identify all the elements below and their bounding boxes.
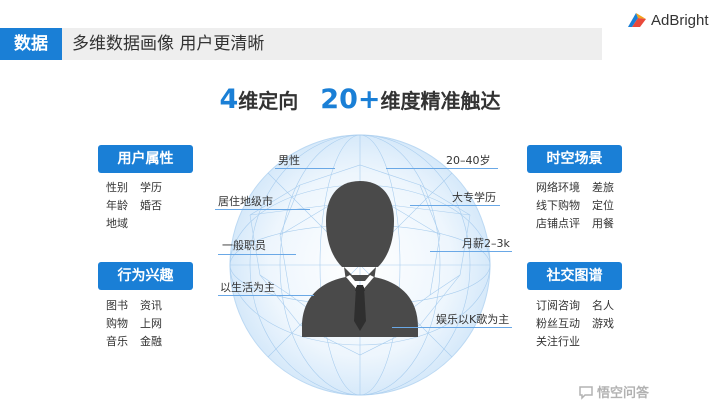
watermark: 悟空问答 — [578, 382, 649, 401]
label-age: 20–40岁 — [446, 154, 491, 167]
label-college: 大专学历 — [452, 191, 496, 204]
label-line — [386, 168, 498, 169]
headline-num-1: 4 — [219, 84, 239, 115]
behavior-item: 资讯 — [140, 299, 162, 312]
label-line — [218, 254, 296, 255]
label-living: 以生活为主 — [220, 281, 275, 294]
headline-text-1: 维定向 — [238, 89, 299, 113]
user-attr-item: 地域 — [106, 217, 128, 230]
user-attributes-items: 性别学历 年龄婚否 地域 — [106, 179, 174, 233]
spacetime-item: 店铺点评 — [536, 217, 580, 230]
header-tag: 数据 — [0, 28, 62, 60]
chat-bubble-icon — [579, 385, 593, 400]
label-staff: 一般职员 — [222, 239, 266, 252]
brand: AdBright — [626, 8, 709, 32]
social-item: 粉丝互动 — [536, 317, 580, 330]
label-line — [410, 205, 500, 206]
behavior-item: 上网 — [140, 317, 162, 330]
behavior-item: 音乐 — [106, 335, 128, 348]
headline-num-2: 20+ — [320, 84, 381, 115]
label-karaoke: 娱乐以K歌为主 — [436, 313, 510, 326]
category-behavior-interests: 行为兴趣 — [98, 262, 193, 290]
headline: 4维定向 20+维度精准触达 — [0, 84, 720, 115]
headline-text-2: 维度精准触达 — [380, 89, 501, 113]
user-attr-item: 学历 — [140, 181, 162, 194]
social-item: 游戏 — [592, 317, 614, 330]
spacetime-items: 网络环境差旅 线下购物定位 店铺点评用餐 — [536, 179, 626, 233]
user-attr-item: 婚否 — [140, 199, 162, 212]
label-residence: 居住地级市 — [218, 195, 273, 208]
spacetime-item: 差旅 — [592, 181, 614, 194]
behavior-item: 购物 — [106, 317, 128, 330]
category-user-attributes: 用户属性 — [98, 145, 193, 173]
spacetime-item: 用餐 — [592, 217, 614, 230]
behavior-items: 图书资讯 购物上网 音乐金融 — [106, 297, 174, 351]
person-silhouette-icon — [302, 181, 418, 337]
social-item: 名人 — [592, 299, 614, 312]
label-salary: 月薪2–3k — [462, 237, 510, 250]
behavior-item: 图书 — [106, 299, 128, 312]
adbright-logo-icon — [628, 13, 646, 27]
label-line — [430, 251, 512, 252]
header-title: 多维数据画像 用户更清晰 — [72, 34, 265, 54]
spacetime-item: 线下购物 — [536, 199, 580, 212]
network-globe — [229, 134, 491, 396]
header-bar — [62, 28, 602, 60]
spacetime-item: 网络环境 — [536, 181, 580, 194]
social-items: 订阅咨询名人 粉丝互动游戏 关注行业 — [536, 297, 626, 351]
category-spacetime-scenes: 时空场景 — [527, 145, 622, 173]
social-item: 订阅咨询 — [536, 299, 580, 312]
behavior-item: 金融 — [140, 335, 162, 348]
user-attr-item: 性别 — [106, 181, 128, 194]
user-attr-item: 年龄 — [106, 199, 128, 212]
label-line — [275, 168, 335, 169]
spacetime-item: 定位 — [592, 199, 614, 212]
watermark-text: 悟空问答 — [597, 386, 650, 401]
label-line — [218, 295, 314, 296]
social-item: 关注行业 — [536, 335, 580, 348]
brand-name: AdBright — [651, 11, 709, 29]
label-line — [392, 327, 512, 328]
label-line — [215, 209, 310, 210]
label-male: 男性 — [278, 154, 300, 167]
category-social-graph: 社交图谱 — [527, 262, 622, 290]
